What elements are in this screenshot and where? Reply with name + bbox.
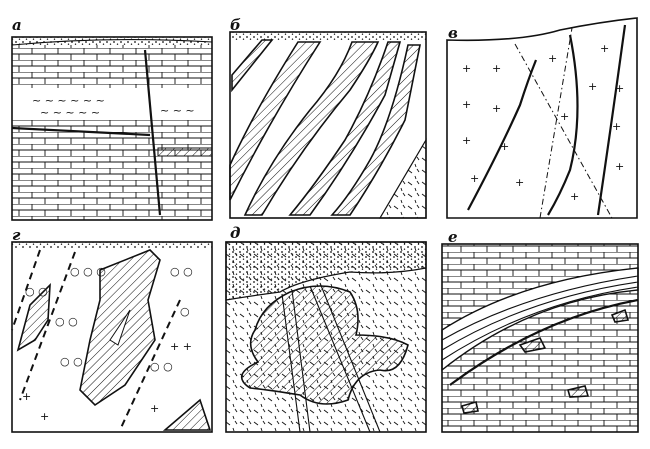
panel-label-b: б: [230, 16, 241, 34]
svg-text:○ ○: ○ ○: [60, 355, 83, 368]
ore-pocket-2: [610, 308, 630, 323]
sediment-cover: [225, 241, 427, 301]
fault-line-1: [514, 43, 613, 219]
ore-pocket-4: [461, 400, 479, 414]
svg-text:+: +: [492, 102, 501, 115]
fault-line-2: [539, 27, 573, 219]
dike-2: [229, 41, 322, 201]
svg-text:+: +: [615, 82, 624, 95]
ore-lens-inclusion: [109, 309, 131, 346]
svg-text:○ ○: ○ ○: [55, 315, 78, 328]
marker-bed-left: [11, 126, 151, 137]
svg-text:+: +: [560, 110, 569, 123]
ore-body: [240, 285, 409, 405]
panel-d: д: [225, 224, 427, 433]
svg-text:+: +: [462, 62, 471, 75]
dike-1: [231, 39, 274, 93]
svg-text:+: +: [500, 140, 509, 153]
panel-e-frame: [441, 243, 639, 433]
svg-text:+: +: [462, 98, 471, 111]
svg-text:+: +: [515, 176, 524, 189]
svg-text:~ ~ ~: ~ ~ ~: [160, 104, 195, 117]
marker-bed-right: [157, 147, 213, 157]
panel-label-a: а: [12, 16, 22, 34]
panel-label-e: е: [448, 228, 458, 246]
panel-a-frame: [11, 36, 213, 221]
panel-v-frame: [446, 17, 638, 219]
conglomerate-marks: ○ ○ ○ ○ ○ ○ ○ ○ ○ ○ ○ ○ ○ ○: [25, 265, 193, 373]
svg-text:+: +: [22, 390, 31, 403]
ore-pocket-1: [518, 337, 547, 353]
shale-layer: [12, 88, 212, 120]
vein-2: [547, 34, 579, 216]
dike-4: [288, 41, 402, 216]
svg-text:~ ~ ~ ~ ~ ~: ~ ~ ~ ~ ~ ~: [32, 94, 105, 107]
granite-marks: + + + + +: [22, 340, 192, 423]
svg-text:○ ○ ○: ○ ○ ○: [70, 265, 106, 278]
svg-text:+: +: [40, 410, 49, 423]
svg-text:+: +: [588, 80, 597, 93]
dike-3: [243, 41, 380, 216]
svg-text:+: +: [612, 120, 621, 133]
svg-text:+: +: [462, 134, 471, 147]
svg-text:~ ~ ~ ~ ~: ~ ~ ~ ~ ~: [40, 106, 100, 119]
sediment-cover: [12, 242, 212, 248]
schist-line-3: [441, 286, 639, 361]
svg-text:+: +: [600, 42, 609, 55]
contact-dashed-2: [19, 251, 76, 401]
contact-dashed-1: [11, 249, 41, 331]
panel-a: а ~ ~ ~ ~ ~ ~ ~ ~ ~ ~ ~ ~ ~ ~: [11, 16, 213, 221]
panel-g: г ○ ○ ○ ○ ○ ○ ○ ○ ○ ○ ○ ○ ○ ○ + + + + +: [11, 226, 213, 433]
surface-line: [11, 39, 213, 46]
fault-line: [143, 49, 162, 216]
vein-1: [467, 59, 538, 211]
panel-label-g: г: [12, 226, 21, 244]
granite-marks: + + + + + + + + + + + + + + + +: [462, 42, 624, 203]
dike-1: [281, 289, 311, 433]
svg-text:○ ○: ○ ○: [150, 360, 173, 373]
svg-text:+: +: [470, 172, 479, 185]
ore-lens-3: [162, 398, 212, 431]
panel-label-d: д: [230, 224, 240, 242]
svg-text:+ +: + +: [170, 340, 192, 353]
panel-e: е: [441, 228, 639, 433]
svg-text:○ ○: ○ ○: [170, 265, 193, 278]
svg-text:+: +: [150, 402, 159, 415]
shale-marks: ~ ~ ~ ~ ~ ~ ~ ~ ~ ~ ~ ~ ~ ~: [32, 94, 195, 119]
svg-text:○ ○: ○ ○: [25, 285, 48, 298]
vein-3: [596, 24, 627, 216]
svg-text:+: +: [492, 62, 501, 75]
panel-label-v: в: [448, 24, 458, 42]
panel-v: в + + + + + + + + + + + + + + + +: [446, 17, 638, 219]
panel-b: б: [229, 16, 427, 219]
panel-g-frame: [11, 241, 213, 433]
svg-text:+: +: [615, 160, 624, 173]
ore-pocket-3: [567, 385, 590, 398]
contact-line: [449, 298, 639, 386]
panel-b-frame: [229, 31, 427, 219]
svg-text:+: +: [548, 52, 557, 65]
schist-line-1: [441, 275, 639, 341]
dike-5: [330, 44, 421, 216]
panel-d-frame: [225, 241, 427, 433]
schist-line-2: [441, 281, 639, 351]
svg-text:○: ○: [180, 305, 190, 318]
sediment-cover: [230, 32, 426, 40]
dike-2: [309, 282, 381, 433]
ore-lens-1: [16, 282, 51, 352]
sediment-cover: [12, 37, 212, 45]
svg-text:+: +: [570, 190, 579, 203]
